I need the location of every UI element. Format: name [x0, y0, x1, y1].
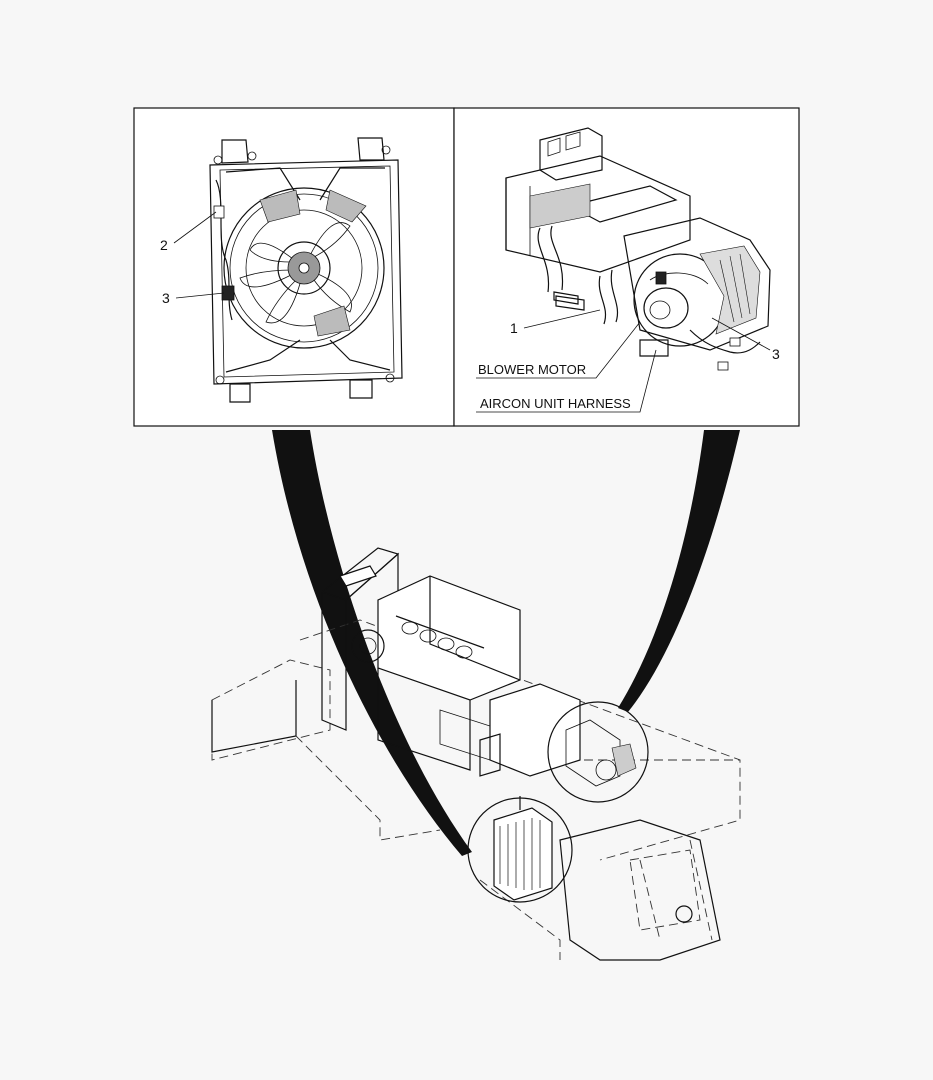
callout-3-right: 3 [772, 346, 780, 362]
machine-overview [211, 547, 741, 961]
left-detail-panel: 2 3 [133, 107, 455, 427]
callout-1: 1 [510, 320, 518, 336]
condenser-fan-assembly [209, 137, 403, 403]
connector-2-icon [213, 205, 225, 219]
left-detail-connector [272, 430, 472, 856]
right-detail-panel: 1 3 BLOWER MOTOR AIRCON UNIT HARNESS [453, 107, 800, 427]
aircon-unit-harness-label: AIRCON UNIT HARNESS [480, 396, 631, 411]
blower-motor-label: BLOWER MOTOR [478, 362, 586, 377]
aircon-unit-assembly [505, 127, 771, 371]
callout-3-left: 3 [162, 290, 170, 306]
aircon-detail-circle [547, 701, 649, 803]
callout-2: 2 [160, 237, 168, 253]
connector-1-icon [655, 271, 667, 285]
right-detail-connector [618, 430, 740, 712]
